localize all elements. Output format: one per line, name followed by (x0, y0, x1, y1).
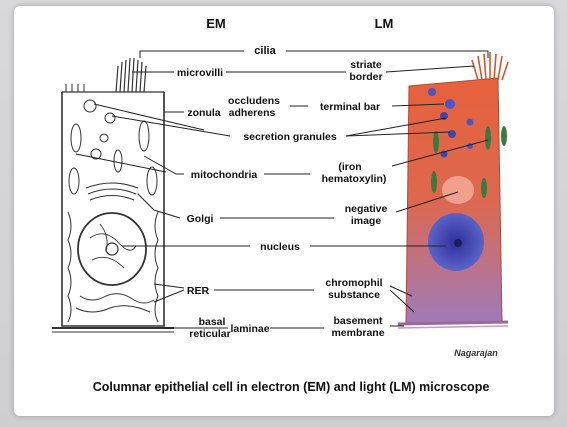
label-occludens: occludens (228, 95, 280, 107)
caption-bar: Columnar epithelial cell in electron (EM… (34, 372, 548, 404)
label-negative: negative (345, 203, 388, 215)
label-laminae: laminae (230, 323, 269, 335)
lm-cell (398, 52, 508, 328)
artist-signature: Nagarajan (454, 348, 498, 358)
label-adherens: adherens (229, 107, 276, 119)
label-nucleus: nucleus (260, 241, 300, 253)
label-striate: striate (350, 59, 382, 71)
em-microvilli (116, 58, 146, 92)
label-secretion-granules: secretion granules (243, 131, 337, 143)
em-header: EM (206, 16, 226, 31)
label-reticular: reticular (189, 328, 230, 340)
label-substance: substance (328, 289, 380, 301)
label-hematoxylin: hematoxylin) (322, 173, 387, 185)
label-rer: RER (187, 285, 210, 297)
label-mitochondria: mitochondria (191, 169, 258, 181)
label-microvilli: microvilli (177, 67, 223, 79)
em-cell (52, 58, 174, 332)
label-border: border (349, 71, 382, 83)
figure-panel: EM LM (14, 6, 554, 416)
lm-header: LM (375, 16, 394, 31)
label-cilia: cilia (254, 45, 276, 57)
label-chromophil: chromophil (325, 277, 382, 289)
cell-diagram: EM LM (14, 6, 554, 416)
label-iron: (iron (338, 161, 361, 173)
label-membrane: membrane (331, 327, 384, 339)
figure-caption: Columnar epithelial cell in electron (EM… (34, 380, 548, 394)
labels: cilia microvilli striate border zonula o… (177, 45, 388, 340)
label-terminal-bar: terminal bar (320, 101, 380, 113)
label-basal: basal (199, 316, 226, 328)
label-basement: basement (333, 315, 383, 327)
lm-striate-border (472, 52, 508, 80)
label-zonula: zonula (187, 107, 220, 119)
label-image: image (351, 215, 382, 227)
label-golgi: Golgi (187, 213, 214, 225)
